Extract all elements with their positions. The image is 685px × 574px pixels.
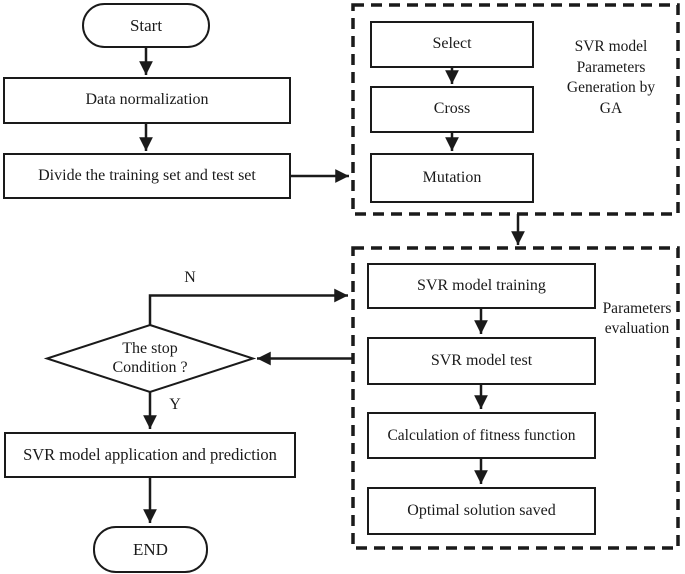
node-select: Select	[370, 21, 534, 68]
node-svr-model-training: SVR model training	[367, 263, 596, 309]
node-mutation: Mutation	[370, 153, 534, 203]
branch-label-yes: Y	[169, 396, 181, 413]
node-decision-label: The stop Condition ?	[112, 339, 188, 376]
ga-group-label: SVR model Parameters Generation by GA	[566, 38, 656, 117]
node-end: END	[93, 526, 208, 573]
node-optimal-solution: Optimal solution saved	[367, 487, 596, 535]
node-cross: Cross	[370, 86, 534, 133]
node-divide-train-test: Divide the training set and test set	[3, 153, 291, 199]
node-start: Start	[82, 3, 210, 48]
evaluation-group-label: Parameters evaluation	[602, 299, 672, 338]
evaluation-group-box	[351, 246, 680, 550]
branch-label-no: N	[184, 269, 196, 286]
ga-group-box	[351, 3, 680, 216]
arrow-decision-no-to-training	[148, 288, 348, 325]
node-svr-model-test: SVR model test	[367, 337, 596, 385]
node-data-normalization: Data normalization	[3, 77, 291, 124]
node-fitness-calculation: Calculation of fitness function	[367, 412, 596, 459]
node-svr-application: SVR model application and prediction	[4, 432, 296, 478]
